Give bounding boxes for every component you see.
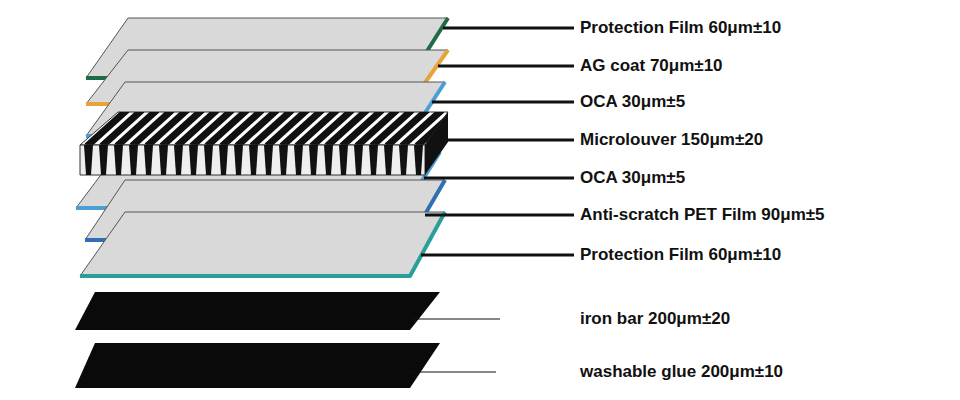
louver-tooth	[189, 145, 198, 175]
layer-label: Protection Film 60μm±10	[580, 18, 781, 38]
louver-tooth	[219, 145, 228, 175]
louver-tooth	[264, 145, 273, 175]
layer-label: iron bar 200μm±20	[580, 309, 730, 329]
washable-glue	[75, 343, 440, 388]
layer-label: Protection Film 60μm±10	[580, 245, 781, 265]
layer-label: washable glue 200μm±10	[580, 362, 783, 382]
louver-tooth	[339, 145, 348, 175]
louver-side	[425, 112, 448, 175]
louver-tooth	[294, 145, 303, 175]
louver-tooth	[279, 145, 288, 175]
louver-tooth	[174, 145, 183, 175]
louver-tooth	[159, 145, 168, 175]
iron-bar	[75, 292, 440, 330]
layer-label: OCA 30μm±5	[580, 168, 685, 188]
film-edge	[80, 212, 445, 276]
leader-line	[421, 254, 574, 257]
louver-tooth	[249, 145, 258, 175]
layer-label: Anti-scratch PET Film 90μm±5	[580, 205, 825, 225]
louver-tooth	[399, 145, 408, 175]
louver-tooth	[129, 145, 138, 175]
louver-tooth	[384, 145, 393, 175]
leader-line	[440, 139, 574, 142]
layer-label: Microlouver 150μm±20	[580, 130, 763, 150]
louver-teeth	[84, 145, 438, 175]
louver-stripes	[72, 110, 487, 146]
leader-line	[412, 318, 500, 319]
louver-tooth	[144, 145, 153, 175]
louver-tooth	[234, 145, 243, 175]
louver-tooth	[369, 145, 378, 175]
louver-tooth	[324, 145, 333, 175]
leader-line	[425, 214, 574, 217]
louver-tooth	[114, 145, 123, 175]
leader-line	[443, 27, 574, 30]
leader-line	[438, 65, 574, 68]
louver-tooth	[84, 145, 93, 175]
louver-tooth	[414, 145, 423, 175]
leader-line	[412, 371, 496, 372]
louver-tooth	[99, 145, 108, 175]
layer-label: AG coat 70μm±10	[580, 56, 723, 76]
film-layer	[80, 212, 445, 276]
louver-tooth	[309, 145, 318, 175]
leader-line	[424, 177, 574, 180]
louver-tooth	[354, 145, 363, 175]
louver-tooth	[204, 145, 213, 175]
louver-front	[80, 145, 425, 175]
layer-label: OCA 30μm±5	[580, 92, 685, 112]
leader-line	[432, 101, 574, 104]
